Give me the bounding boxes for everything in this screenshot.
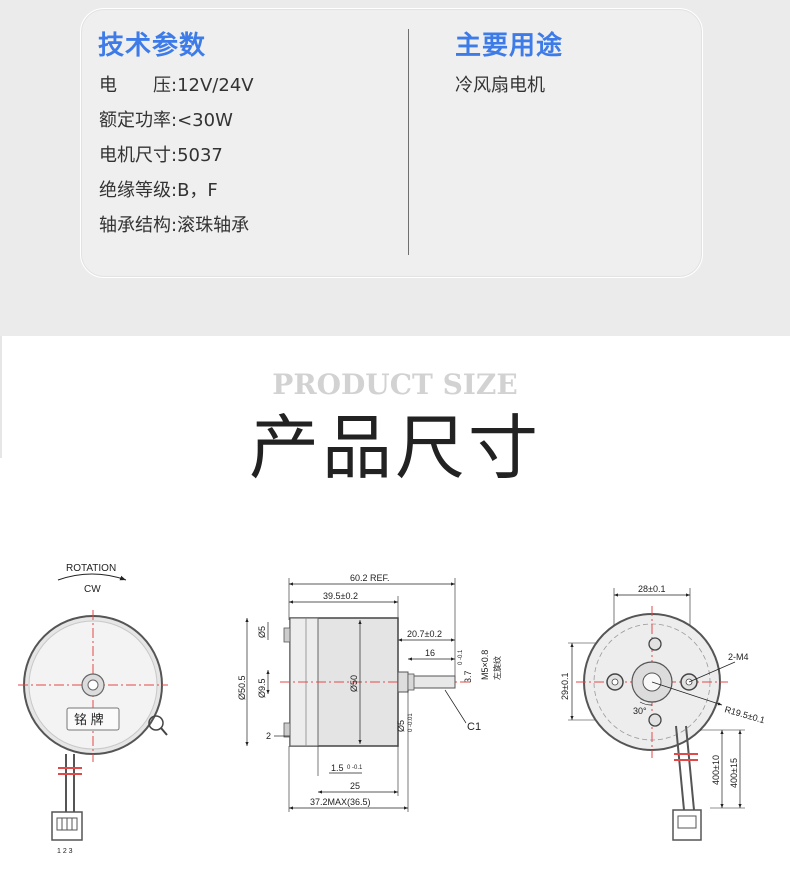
spec-row-power: 额定功率 : <30W — [99, 106, 254, 141]
spec-card: 技术参数 电 压 : 12V/24V 额定功率 : <30W 电机尺寸 : 50… — [80, 8, 703, 278]
dim-shaft-dia: Ø5 — [396, 720, 406, 732]
motor-shaft — [407, 675, 456, 689]
spec-label: 轴承结构 — [99, 215, 171, 236]
spec-value: B，F — [177, 180, 218, 201]
nameplate-box — [66, 707, 120, 731]
dim-25: 25 — [350, 781, 360, 791]
spec-sep: : — [171, 180, 178, 201]
dim-d9-5: Ø9.5 — [257, 678, 267, 698]
spec-sep: : — [171, 110, 178, 131]
dim-flat: 3.7 — [463, 670, 473, 683]
radius-label: R19.5±0.1 — [723, 704, 766, 725]
dim-height: 29±0.1 — [560, 673, 570, 700]
spec-value: 5037 — [177, 145, 223, 166]
spec-row-voltage: 电 压 : 12V/24V — [99, 71, 254, 106]
direction-label: CW — [84, 584, 101, 595]
spec-label: 绝缘等级 — [99, 180, 171, 201]
left-edge-line — [0, 336, 2, 458]
dim-d50: Ø50 — [349, 675, 359, 692]
side-view: 60.2 REF. 39.5±0.2 20.7±0.2 16 3.7 0 -0.… — [237, 573, 502, 812]
card-divider — [408, 29, 409, 255]
spec-label: 电机尺寸 — [99, 145, 171, 166]
spec-list: 电 压 : 12V/24V 额定功率 : <30W 电机尺寸 : 5037 绝缘… — [99, 71, 254, 246]
front-view: ROTATION CW 铭 牌 1 2 3 — [18, 563, 168, 855]
holes-label: 2-M4 — [728, 652, 749, 662]
spec-value: 滚珠轴承 — [177, 215, 250, 236]
dim-shaft-tol: 0 -0.01 — [408, 713, 414, 732]
section-title-cn: 产品尺寸 — [249, 407, 541, 489]
dim-2: 2 — [266, 731, 271, 741]
spec-sep: : — [171, 215, 178, 236]
spec-label: 额定功率 — [99, 110, 171, 131]
usage-text: 冷风扇电机 — [455, 75, 545, 96]
dim-thread-note: 左旋纹 — [492, 656, 502, 680]
dimension-drawing: ROTATION CW 铭 牌 1 2 3 60.2 REF. 39.5±0.2 — [18, 563, 766, 855]
spec-sep: : — [171, 75, 178, 96]
dim-d5: Ø5 — [257, 626, 267, 638]
magnifier-icon — [148, 715, 168, 736]
spec-label: 电 压 — [99, 75, 171, 96]
usage-heading: 主要用途 — [455, 31, 564, 61]
dim-shaft-len: 16 — [425, 648, 435, 658]
dim-flat-tol: 0 -0.1 — [458, 649, 464, 665]
angle-label: 30° — [633, 706, 647, 716]
dim-1-5-tol: 0 -0.1 — [347, 765, 363, 771]
dim-shaft-ext: 20.7±0.2 — [407, 629, 442, 639]
dim-1-5: 1.5 — [331, 763, 344, 773]
spec-row-bearing: 轴承结构 : 滚珠轴承 — [99, 211, 254, 246]
spec-row-insulation: 绝缘等级 : B，F — [99, 176, 254, 211]
dim-overall: 60.2 REF. — [350, 573, 390, 583]
rotation-label: ROTATION — [66, 563, 116, 574]
rotation-arrow-icon — [57, 573, 127, 581]
dim-hole-spacing: 28±0.1 — [638, 584, 665, 594]
dim-37: 37.2MAX(36.5) — [310, 797, 371, 807]
spec-value: 12V/24V — [177, 75, 254, 96]
rear-view: 28±0.1 29±0.1 2-M4 R19.5±0.1 30° 40 — [560, 584, 766, 841]
pin-labels: 1 2 3 — [57, 848, 73, 855]
dim-d50-5: Ø50.5 — [237, 675, 247, 700]
nameplate-label: 铭 牌 — [74, 712, 104, 727]
spec-row-size: 电机尺寸 : 5037 — [99, 141, 254, 176]
spec-value: <30W — [177, 110, 233, 131]
dim-thread: M5×0.8 — [480, 650, 490, 680]
specs-heading: 技术参数 — [98, 31, 207, 61]
dim-body: 39.5±0.2 — [323, 591, 358, 601]
lead2-label: 400±15 — [729, 758, 739, 788]
lead1-label: 400±10 — [711, 755, 721, 785]
section-title-en: PRODUCT SIZE — [272, 368, 518, 401]
spec-sep: : — [171, 145, 178, 166]
rear-connector — [672, 809, 702, 841]
chamfer-label: C1 — [467, 721, 481, 733]
